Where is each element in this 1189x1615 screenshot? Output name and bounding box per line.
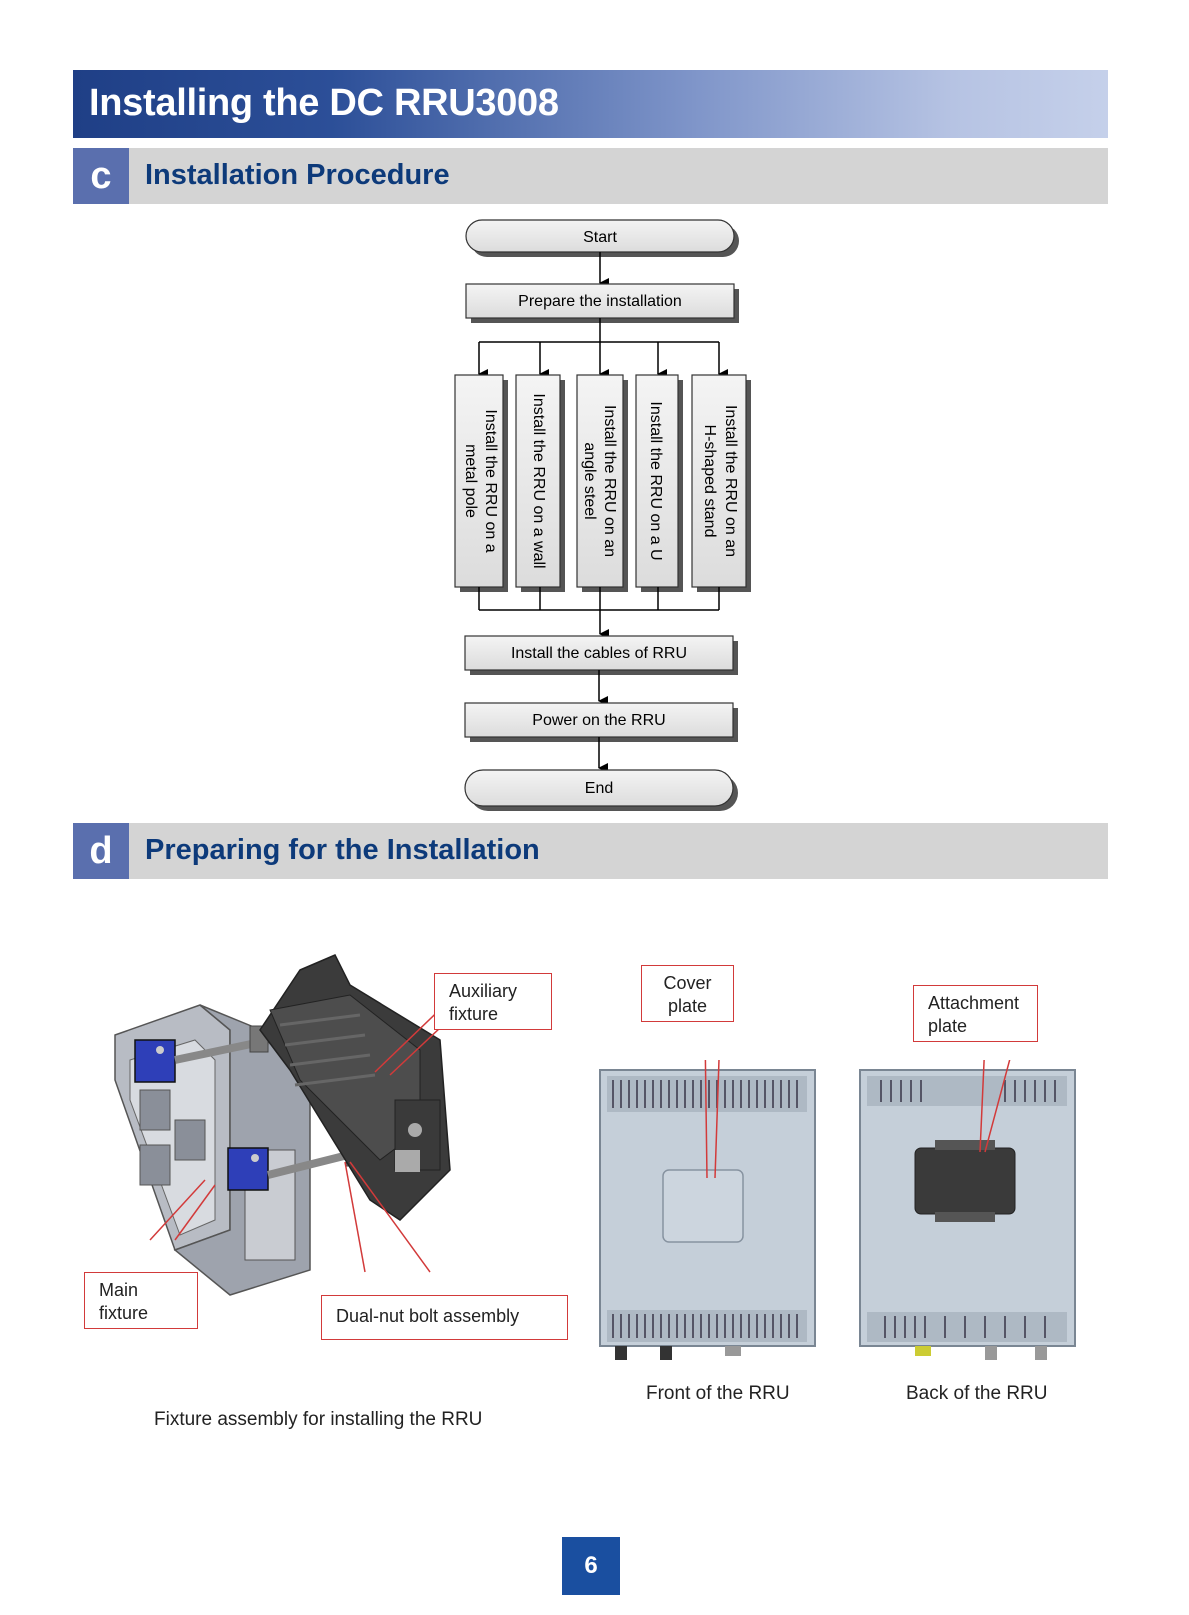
section-letter: d	[73, 823, 129, 879]
callout-text: Dual-nut bolt assembly	[336, 1306, 520, 1326]
end-label: End	[585, 780, 613, 797]
start-label: Start	[583, 229, 617, 246]
option-metal-pole: Install the RRU on a metal pole	[454, 374, 508, 592]
callout-auxiliary-fixture: Auxiliary fixture	[434, 973, 552, 1030]
option-angle-steel: Install the RRU on an angle steel	[576, 374, 628, 592]
prepare-label: Prepare the installation	[518, 293, 682, 310]
installation-flowchart: Start Prepare the installation Install t…	[454, 219, 751, 811]
callout-dual-nut-bolt: Dual-nut bolt assembly	[321, 1295, 568, 1340]
callout-text: Auxiliary	[449, 981, 518, 1001]
page-number-badge: 6	[562, 1537, 620, 1595]
section-header-procedure: c Installation Procedure	[73, 148, 1108, 204]
rru-front-caption: Front of the RRU	[646, 1383, 790, 1404]
section-title: Preparing for the Installation	[145, 834, 540, 866]
option-angle-steel-line2: angle steel	[581, 442, 598, 519]
fixture-caption: Fixture assembly for installing the RRU	[154, 1409, 483, 1430]
power-label: Power on the RRU	[532, 712, 665, 729]
callout-text: Attachment	[928, 993, 1020, 1013]
cables-step	[464, 635, 734, 671]
option-wall-line1: Install the RRU on a wall	[530, 393, 547, 568]
callout-text: fixture	[449, 1004, 499, 1024]
rru-back-illustration	[859, 1060, 1076, 1360]
option-h-stand-line1: Install the RRU on an	[722, 405, 739, 557]
callout-main-fixture: Main fixture	[84, 1272, 198, 1329]
section-letter: c	[73, 148, 129, 204]
option-wall: Install the RRU on a wall	[515, 374, 565, 592]
callout-text: Cover	[663, 973, 712, 993]
callout-text: Main	[99, 1280, 139, 1300]
rru-back-caption: Back of the RRU	[906, 1383, 1048, 1404]
page-title: Installing the DC RRU3008	[89, 82, 559, 124]
fixture-assembly-illustration	[114, 954, 476, 1296]
option-metal-pole-line2: metal pole	[462, 444, 479, 518]
rru-front-illustration	[599, 1060, 816, 1360]
callout-text: plate	[667, 996, 708, 1016]
callout-text: plate	[928, 1016, 968, 1036]
title-bar: Installing the DC RRU3008	[73, 70, 1108, 138]
section-header-preparing: d Preparing for the Installation	[73, 823, 1108, 879]
option-metal-pole-line1: Install the RRU on a	[482, 409, 499, 552]
end-terminal	[464, 769, 734, 807]
option-h-stand: Install the RRU on an H-shaped stand	[691, 374, 751, 592]
option-u: Install the RRU on a U	[635, 374, 683, 592]
callout-cover-plate: Cover plate	[641, 965, 734, 1022]
prepare-step	[465, 283, 735, 319]
option-u-line1: Install the RRU on a U	[647, 401, 664, 560]
option-angle-steel-line1: Install the RRU on an	[601, 405, 618, 557]
section-title: Installation Procedure	[145, 159, 450, 191]
callout-text: fixture	[99, 1303, 149, 1323]
option-h-stand-line2: H-shaped stand	[701, 425, 718, 538]
callout-attachment-plate: Attachment plate	[913, 985, 1038, 1042]
cables-label: Install the cables of RRU	[511, 645, 687, 662]
